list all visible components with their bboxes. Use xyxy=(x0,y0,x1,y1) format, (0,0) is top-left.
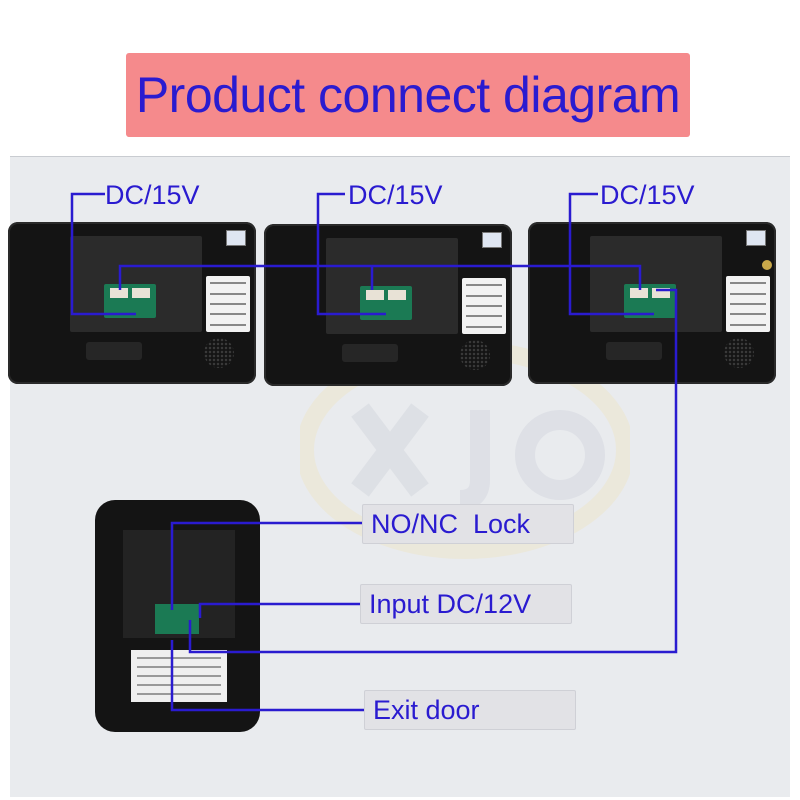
monitor-screen-mark xyxy=(482,232,502,248)
monitor-terminal-board xyxy=(104,284,156,318)
monitor-stand xyxy=(342,344,398,362)
title-banner: Product connect diagram xyxy=(126,53,690,137)
monitor-connector xyxy=(132,288,150,298)
monitor-speaker-grille xyxy=(460,340,490,370)
input-power-label: Input DC/12V xyxy=(360,584,572,624)
monitor-speaker-grille xyxy=(204,338,234,368)
monitor-stand xyxy=(86,342,142,360)
power-label-monitor-2: DC/15V xyxy=(348,180,443,210)
exit-door-label: Exit door xyxy=(364,690,576,730)
monitor-connector xyxy=(388,290,406,300)
monitor-terminal-board xyxy=(360,286,412,320)
lock-label: NO/NC Lock xyxy=(362,504,574,544)
exit-door-label-text: Exit door xyxy=(373,694,480,725)
monitor-screen-mark xyxy=(226,230,246,246)
monitor-connector xyxy=(652,288,670,298)
monitor-stand xyxy=(606,342,662,360)
power-label-monitor-3: DC/15V xyxy=(600,180,695,210)
unit-terminal-board xyxy=(155,604,199,634)
indoor-monitor-1 xyxy=(8,222,256,384)
lock-label-text: NO/NC Lock xyxy=(371,508,531,539)
monitor-spec-sticker xyxy=(462,278,506,334)
monitor-indicator xyxy=(762,260,772,270)
diagram-title: Product connect diagram xyxy=(135,67,681,123)
indoor-monitor-2 xyxy=(264,224,512,386)
outdoor-camera-unit xyxy=(95,500,260,732)
monitor-screen-mark xyxy=(746,230,766,246)
monitor-spec-sticker xyxy=(206,276,250,332)
monitor-speaker-grille xyxy=(724,338,754,368)
monitor-connector xyxy=(366,290,384,300)
monitor-connector xyxy=(630,288,648,298)
monitor-spec-sticker xyxy=(726,276,770,332)
monitor-terminal-board xyxy=(624,284,676,318)
input-power-label-text: Input DC/12V xyxy=(369,588,532,619)
monitor-connector xyxy=(110,288,128,298)
unit-spec-sticker xyxy=(131,650,227,702)
power-label-monitor-1: DC/15V xyxy=(105,180,200,210)
indoor-monitor-3 xyxy=(528,222,776,384)
